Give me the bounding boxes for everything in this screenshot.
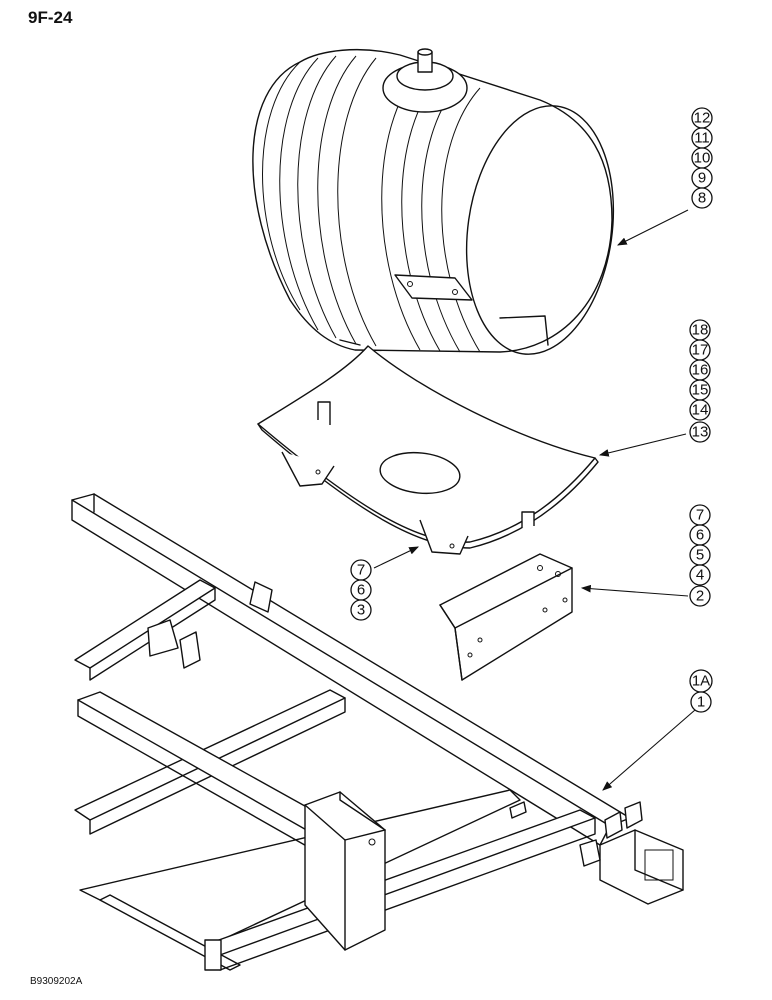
callout-14: 14: [689, 399, 711, 421]
callout-17: 17: [689, 339, 711, 361]
svg-text:1A: 1A: [692, 673, 710, 690]
callout-13: 13: [689, 421, 711, 443]
callout-9: 9: [691, 167, 713, 189]
leader-lines: [373, 209, 696, 791]
trailer-frame: [71, 493, 684, 971]
callout-frame-group: 1A 1: [689, 669, 713, 713]
callout-5: 5: [689, 544, 711, 566]
svg-text:8: 8: [698, 190, 706, 207]
svg-text:12: 12: [694, 110, 711, 127]
svg-text:17: 17: [692, 342, 709, 359]
svg-text:11: 11: [694, 130, 710, 147]
callout-16: 16: [689, 359, 711, 381]
callout-1: 1: [690, 691, 712, 713]
callout-cradle-group: 18 17 16 15 14 13: [689, 319, 711, 443]
callout-7-legs: 7: [350, 559, 372, 581]
mounting-bracket: [439, 553, 573, 681]
svg-text:10: 10: [694, 150, 711, 167]
callout-8: 8: [691, 187, 713, 209]
callout-6: 6: [689, 524, 711, 546]
svg-text:14: 14: [692, 402, 709, 419]
svg-text:15: 15: [692, 382, 709, 399]
svg-text:5: 5: [696, 547, 704, 564]
svg-text:4: 4: [696, 567, 704, 584]
callout-2: 2: [689, 585, 711, 607]
callout-bracket-group: 7 6 5 4 2: [689, 504, 711, 607]
svg-text:6: 6: [696, 527, 704, 544]
svg-text:2: 2: [696, 588, 704, 605]
callout-7: 7: [689, 504, 711, 526]
svg-text:18: 18: [692, 322, 709, 339]
svg-text:7: 7: [696, 507, 704, 524]
svg-text:13: 13: [692, 424, 709, 441]
svg-text:6: 6: [357, 582, 365, 599]
callout-legs-group: 7 6 3: [350, 559, 372, 621]
svg-text:3: 3: [357, 602, 365, 619]
svg-text:1: 1: [697, 694, 705, 711]
callout-1A: 1A: [689, 669, 713, 693]
callout-6-legs: 6: [350, 579, 372, 601]
diagram-code: B9309202A: [30, 976, 83, 987]
callout-15: 15: [689, 379, 711, 401]
svg-text:9: 9: [698, 170, 706, 187]
tank: [252, 48, 615, 355]
callout-18: 18: [689, 319, 711, 341]
svg-text:7: 7: [357, 562, 365, 579]
callout-10: 10: [691, 147, 713, 169]
callout-3: 3: [350, 599, 372, 621]
callout-11: 11: [691, 127, 713, 149]
page-number: 9F-24: [28, 8, 73, 27]
svg-text:16: 16: [692, 362, 709, 379]
callout-12: 12: [691, 107, 713, 129]
tank-cradle: [257, 345, 599, 555]
callout-tank-group: 12 11 10 9 8: [691, 107, 713, 209]
callout-4: 4: [689, 564, 711, 586]
